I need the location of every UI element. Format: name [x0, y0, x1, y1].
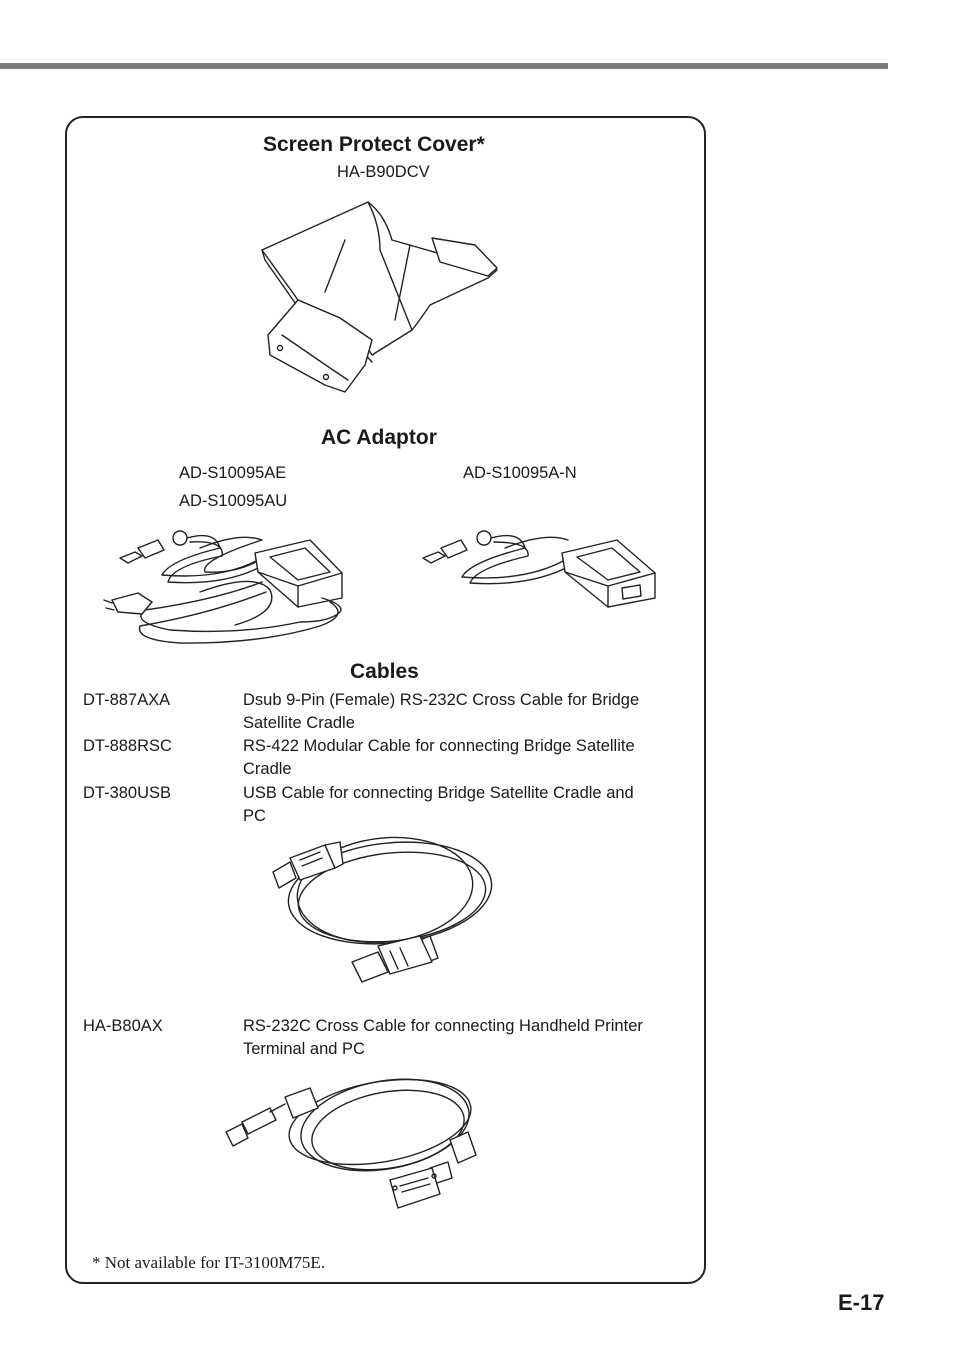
accessories-panel — [65, 116, 706, 1284]
cable-desc-hab80ax-2: Terminal and PC — [243, 1040, 365, 1058]
cable-desc-hab80ax-1: RS-232C Cross Cable for connecting Handh… — [243, 1017, 643, 1035]
cable-model-dt380usb: DT-380USB — [83, 784, 172, 802]
footnote: * Not available for IT-3100M75E. — [92, 1253, 326, 1272]
cable-desc-dt888rsc-1: RS-422 Modular Cable for connecting Brid… — [243, 737, 635, 755]
page-number: E-17 — [838, 1290, 885, 1315]
adaptor-model-au: AD-S10095AU — [179, 492, 288, 510]
cover-model: HA-B90DCV — [337, 163, 430, 181]
cable-model-hab80ax: HA-B80AX — [83, 1017, 163, 1035]
cable-desc-dt887axa-1: Dsub 9-Pin (Female) RS-232C Cross Cable … — [243, 691, 640, 709]
header-rule — [0, 63, 888, 69]
cable-desc-dt380usb-2: PC — [243, 807, 266, 825]
cable-desc-dt888rsc-2: Cradle — [243, 760, 292, 778]
adaptor-model-n: AD-S10095A-N — [463, 464, 577, 482]
adaptor-title: AC Adaptor — [321, 426, 437, 449]
cover-title: Screen Protect Cover* — [263, 133, 485, 156]
cable-desc-dt380usb-1: USB Cable for connecting Bridge Satellit… — [243, 784, 634, 802]
adaptor-model-ae: AD-S10095AE — [179, 464, 287, 482]
cable-model-dt887axa: DT-887AXA — [83, 691, 171, 709]
cable-model-dt888rsc: DT-888RSC — [83, 737, 172, 755]
cable-desc-dt887axa-2: Satellite Cradle — [243, 714, 355, 732]
cables-title: Cables — [350, 660, 419, 683]
